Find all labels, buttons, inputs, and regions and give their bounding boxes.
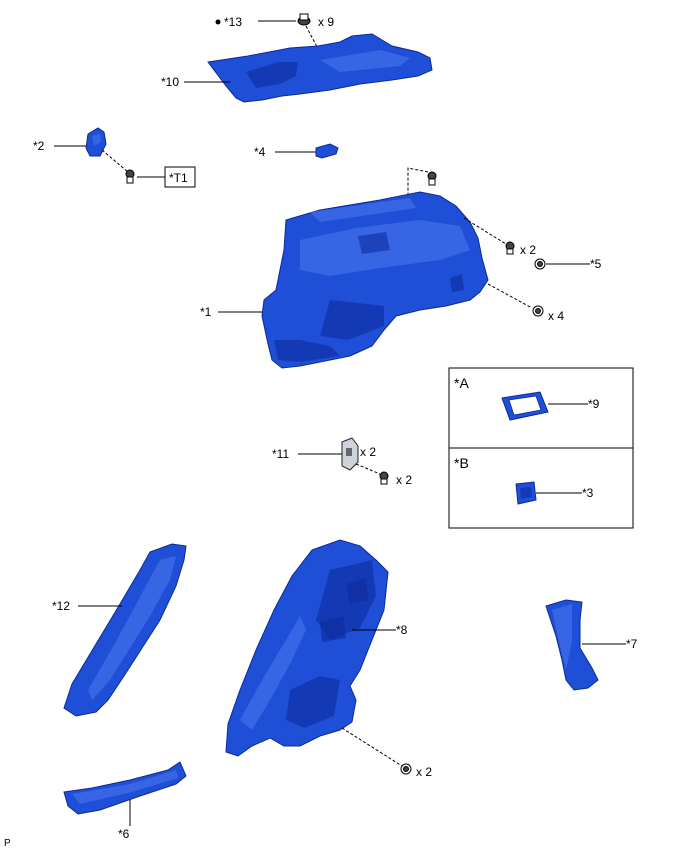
- clip-5-icon: [534, 258, 546, 270]
- label-3: *3: [582, 486, 594, 500]
- qty-clip-lower: x 4: [548, 309, 564, 323]
- bullet-marker: [215, 19, 221, 25]
- dash-8: [341, 727, 403, 767]
- part-3-grille: [515, 481, 537, 505]
- bolt-x2-icon: [505, 241, 515, 255]
- part-6-scuff-plate: [63, 761, 187, 815]
- label-5: *5: [590, 257, 602, 271]
- part-2-bracket: [85, 127, 107, 157]
- footer-code: P: [4, 838, 11, 849]
- part-1-quarter-trim-panel: [261, 191, 489, 369]
- label-12: *12: [52, 599, 70, 613]
- legend-label-a: *A: [454, 375, 469, 391]
- part-11-bracket: [341, 437, 359, 471]
- part-9-frame: [501, 391, 549, 421]
- part-10-upper-trim: [207, 33, 433, 103]
- qty-11-bolt: x 2: [396, 473, 412, 487]
- label-11: *11: [272, 447, 289, 461]
- label-7: *7: [626, 637, 638, 651]
- dash-2: [101, 149, 129, 173]
- bolt-8-icon: [400, 763, 412, 775]
- tool-t1-box: [164, 166, 196, 188]
- label-13: *13: [224, 15, 242, 29]
- label-9: *9: [588, 397, 600, 411]
- dash-11: [355, 463, 381, 475]
- qty-bolt-upper: x 2: [520, 243, 536, 257]
- label-6: *6: [118, 827, 130, 841]
- label-2: *2: [33, 139, 45, 153]
- part-12-pillar-trim: [63, 543, 187, 717]
- dash-bolt-x2: [463, 217, 507, 245]
- part-7-pillar-garnish: [545, 599, 599, 691]
- qty-11-clip: x 2: [360, 445, 376, 459]
- label-4: *4: [254, 145, 266, 159]
- bolt-11-icon: [379, 471, 389, 485]
- label-1: *1: [200, 305, 212, 319]
- part-8-side-trim: [225, 539, 389, 757]
- qty-13: x 9: [318, 15, 334, 29]
- part-4-clip: [315, 143, 339, 159]
- bolt-2-icon: [125, 169, 135, 184]
- dash-clip-x4: [487, 283, 533, 309]
- label-t1: *T1: [169, 171, 188, 185]
- clip-13-icon: [297, 13, 311, 26]
- label-10: *10: [161, 75, 179, 89]
- qty-8-bolt: x 2: [416, 765, 432, 779]
- label-8: *8: [396, 623, 408, 637]
- bolt-top-icon: [427, 171, 437, 186]
- clip-x4-icon: [532, 305, 544, 317]
- legend-label-b: *B: [454, 455, 469, 471]
